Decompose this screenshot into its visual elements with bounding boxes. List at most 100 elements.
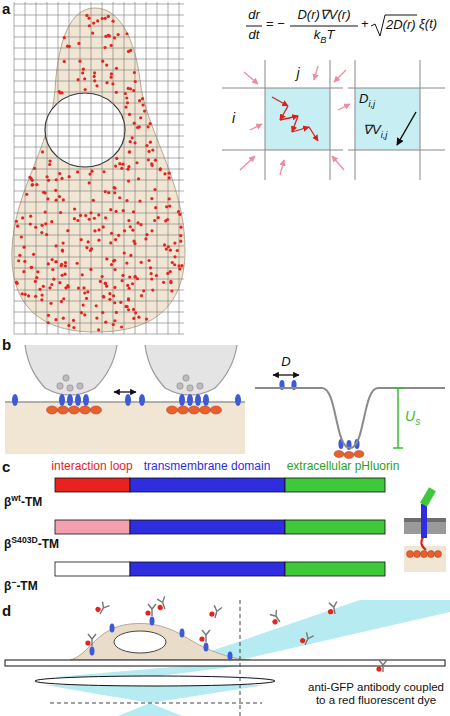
illustration-shape [149,122,152,125]
illustration-shape [93,75,96,78]
illustration-shape [189,406,200,414]
illustration-shape [151,288,154,291]
illustration-shape [48,159,51,162]
illustration-shape [14,70,184,71]
illustration-shape [127,87,130,90]
illustration-shape [109,241,112,244]
illustration-shape [209,605,222,619]
illustration-shape [87,17,90,20]
illustration-shape [112,323,115,326]
illustration-shape [144,237,147,240]
illustration-shape [209,611,215,617]
illustration-shape [61,249,64,252]
illustration-shape [168,2,169,334]
illustration-shape [169,270,172,273]
illustration-shape [79,214,82,217]
illustration-shape [80,311,83,314]
illustration-shape [97,213,100,216]
illustration-shape [150,229,153,232]
illustration-shape [84,214,87,217]
illustration-shape [97,239,100,242]
illustration-shape [145,610,150,615]
illustration-shape [195,394,201,406]
illustration-shape [51,258,54,261]
illustration-shape [14,136,184,137]
illustration-shape [150,197,153,200]
illustration-shape [93,79,96,82]
illustration-shape [147,259,150,262]
illustration-shape [130,562,285,576]
illustration-shape [75,394,81,406]
panel-letter: d [2,602,11,619]
construct-icon [404,487,446,572]
vesicles [57,375,203,391]
illustration-shape [46,197,49,200]
light-beam [45,685,265,703]
trajectory [272,97,318,141]
illustration-shape [83,313,86,316]
illustration-shape [178,406,189,414]
illustration-shape [102,225,105,228]
illustration-shape [92,634,96,639]
illustration-shape [180,629,185,638]
illustration-shape [12,394,18,406]
legend-note: anti-GFP antibody coupled to a red fluor… [306,681,446,707]
illustration-shape [145,317,148,320]
illustration-shape [69,2,70,334]
illustration-shape [81,273,84,276]
illustration-shape [162,281,165,284]
illustration-shape [73,217,76,220]
illustration-shape [14,246,184,247]
illustration-shape [85,634,96,646]
illustration-shape [129,254,132,257]
illustration-shape [127,180,130,183]
illustration-shape [33,167,36,170]
cell-side-view [70,623,250,660]
illustration-shape [104,282,107,285]
illustration-shape [268,610,284,626]
construct-name: βwt-TM [4,494,42,510]
illustration-shape [87,240,90,243]
illustration-shape [88,218,91,221]
illustration-shape [110,44,113,47]
illustration-shape [14,257,184,258]
illustration-shape [66,284,69,287]
illustration-shape [145,233,148,236]
illustration-shape [47,179,50,182]
illustration-shape [150,617,155,626]
illustration-shape [88,181,91,184]
illustration-shape [36,270,39,273]
illustration-shape [101,17,104,20]
illustration-shape [30,266,33,269]
illustration-shape [34,226,37,229]
illustration-shape [82,68,85,71]
illustration-shape [355,60,356,180]
illustration-shape [397,388,399,448]
illustration-shape [123,229,126,232]
illustration-shape [50,220,53,223]
panel-letter: b [2,336,11,353]
illustration-shape [131,136,134,139]
illustration-shape [273,610,279,616]
illustration-shape [101,311,104,314]
illustration-shape [14,279,184,280]
illustration-shape [155,274,158,277]
illustration-shape [94,600,109,616]
illustration-shape [27,294,30,297]
illustration-shape [59,211,62,214]
illustration-shape [63,375,69,381]
illustration-shape [89,249,92,252]
illustration-shape [143,110,146,113]
illustration-shape [89,211,92,214]
illustration-shape [107,15,110,18]
illustration-shape [35,276,38,279]
illustration-shape [14,268,184,269]
illustration-shape [21,292,24,295]
illustration-shape [96,19,99,22]
illustration-shape [14,15,184,16]
illustration-shape [157,598,162,604]
illustration-shape [125,32,128,35]
illustration-shape [91,2,92,334]
illustration-shape [177,264,180,267]
